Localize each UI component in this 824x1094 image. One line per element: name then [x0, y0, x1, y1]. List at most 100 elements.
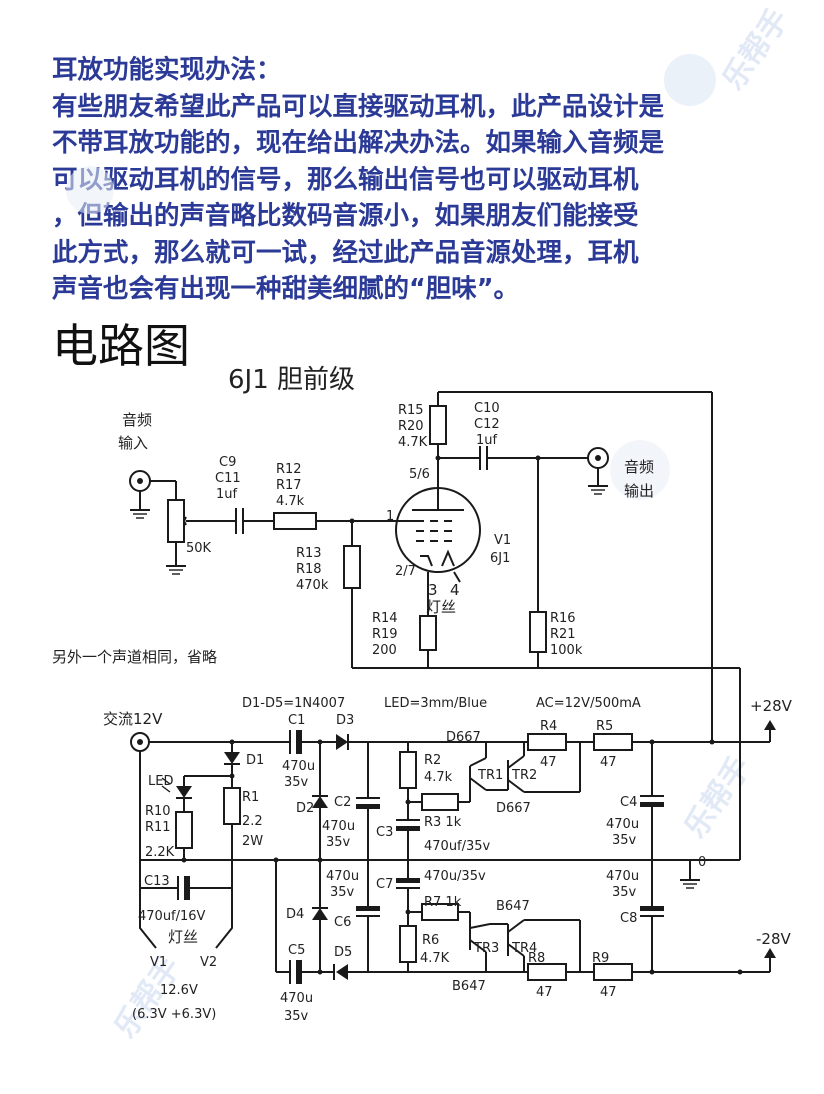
- c2-label: 470u: [322, 819, 355, 834]
- neg-rail-label: -28V: [756, 930, 791, 948]
- capacitor-c5: [276, 960, 334, 984]
- r12-label: R12: [276, 462, 302, 477]
- r1-label: 2W: [242, 834, 263, 849]
- input-label: 音频: [122, 411, 152, 429]
- tr2-label: TR2: [511, 768, 537, 783]
- c6-label: 35v: [330, 885, 355, 900]
- heater-v2: V2: [200, 955, 217, 970]
- ground-label: 0: [698, 855, 706, 870]
- c3-label: C3: [376, 825, 393, 840]
- ac-input-jack: [130, 732, 150, 752]
- c5-label: 35v: [284, 1009, 309, 1024]
- spec-diodes: D1-D5=1N4007: [242, 696, 345, 711]
- intro-heading: 耳放功能实现办法：: [52, 55, 282, 85]
- d5-label: D5: [334, 945, 352, 960]
- c7-label: 470u/35v: [424, 869, 486, 884]
- d667-label: D667: [446, 730, 481, 745]
- intro-line: 不带耳放功能的，现在给出解决办法。如果输入音频是: [52, 128, 665, 158]
- intro-line: 可以驱动耳机的信号，那么输出信号也可以驱动耳机: [52, 164, 639, 195]
- resistor-r13: [343, 521, 361, 668]
- c13-label: C13: [144, 874, 170, 889]
- volume-pot: [166, 481, 230, 575]
- resistor-r16: [529, 458, 547, 668]
- c1-label: 470u: [282, 759, 315, 774]
- svg-text:乐帮手: 乐帮手: [716, 3, 796, 97]
- input-label: 输入: [118, 434, 148, 452]
- c6-label: 470u: [326, 869, 359, 884]
- resistor-r9: [593, 963, 633, 981]
- diode-d1: [224, 742, 240, 776]
- c13-label: 470uf/16V: [138, 909, 206, 924]
- c10-label: C10: [474, 401, 500, 416]
- c4-label: 35v: [612, 833, 637, 848]
- c3-label: 470uf/35v: [424, 839, 491, 854]
- output-jack: [587, 447, 609, 495]
- vacuum-tube-6j1: [395, 487, 481, 573]
- resistor-r10: [175, 811, 193, 860]
- tr3-label: TR3: [473, 941, 499, 956]
- c10-label: C12: [474, 417, 500, 432]
- r5-label: 47: [600, 755, 617, 770]
- heater-out-label: 灯丝: [168, 928, 198, 946]
- capacitor-c1: [289, 730, 336, 754]
- r4-label: R4: [540, 719, 557, 734]
- transistor-tr4: [507, 919, 581, 972]
- r1-label: R1: [242, 790, 259, 805]
- heater-v1: V1: [150, 955, 167, 970]
- r9-label: 47: [600, 985, 617, 1000]
- capacitor-c7: [396, 860, 420, 926]
- transistor-tr1: [469, 742, 508, 802]
- diode-d2: [312, 742, 328, 860]
- d3-label: D3: [336, 713, 354, 728]
- c4-label: C4: [620, 795, 637, 810]
- heater-voltage: 12.6V: [160, 983, 198, 998]
- r16-label: R21: [550, 627, 576, 642]
- r15-label: R15: [398, 403, 424, 418]
- r3-label: R3 1k: [424, 815, 462, 830]
- ac-input-label: 交流12V: [103, 710, 163, 728]
- c4-label: 470u: [606, 817, 639, 832]
- transistor-tr3: [469, 912, 508, 972]
- ground-symbol: [680, 860, 700, 889]
- d1-label: D1: [246, 753, 264, 768]
- r13-label: 470k: [296, 578, 329, 593]
- c10-label: 1uf: [476, 433, 498, 448]
- r15-label: 4.7K: [398, 435, 428, 450]
- resistor-r6: [399, 925, 417, 972]
- tube-label: V1: [494, 533, 511, 548]
- resistor-r3: [408, 793, 470, 811]
- c2-label: C2: [334, 795, 351, 810]
- led-label: LED: [148, 774, 173, 789]
- schematic-title: 6J1 胆前级: [228, 365, 355, 395]
- tr4-label: TR4: [511, 941, 537, 956]
- tube-pin-heater: 3: [428, 581, 438, 599]
- other-channel-note: 另外一个声道相同，省略: [52, 648, 217, 666]
- diode-d4: [312, 860, 328, 972]
- capacitor-c6: [356, 860, 380, 972]
- pot-label: 50K: [186, 541, 212, 556]
- c7-label: C7: [376, 877, 393, 892]
- c1-label: 35v: [284, 775, 309, 790]
- intro-line: ，但输出的声音略比数码音源小，如果朋友们能接受: [52, 201, 639, 231]
- r6-label: R6: [422, 933, 439, 948]
- capacitor-c9: [230, 508, 274, 534]
- heater-voltage-split: (6.3V +6.3V): [132, 1007, 216, 1022]
- capacitor-c3: [396, 819, 420, 860]
- heater-label: 灯丝: [426, 598, 456, 616]
- svg-text:乐帮手: 乐帮手: [678, 751, 758, 845]
- output-label: 输出: [624, 482, 654, 500]
- capacitor-c4: [640, 742, 664, 860]
- r2-label: R2: [424, 753, 441, 768]
- c8-label: C8: [620, 911, 637, 926]
- intro-line: 此方式，那么就可一试，经过此产品音源处理，耳机: [52, 237, 639, 268]
- r8-label: R8: [528, 951, 545, 966]
- c6-label: C6: [334, 915, 351, 930]
- resistor-r5: [593, 733, 633, 751]
- intro-line: 声音也会有出现一种甜美细腻的“胆味”。: [52, 274, 520, 304]
- tube-pin-heater: 4: [450, 581, 460, 599]
- r16-label: R16: [550, 611, 576, 626]
- capacitor-c13: [140, 876, 232, 900]
- r2-label: 4.7k: [424, 770, 453, 785]
- r4-label: 47: [540, 755, 557, 770]
- tube-pin-grid: 1: [386, 509, 394, 524]
